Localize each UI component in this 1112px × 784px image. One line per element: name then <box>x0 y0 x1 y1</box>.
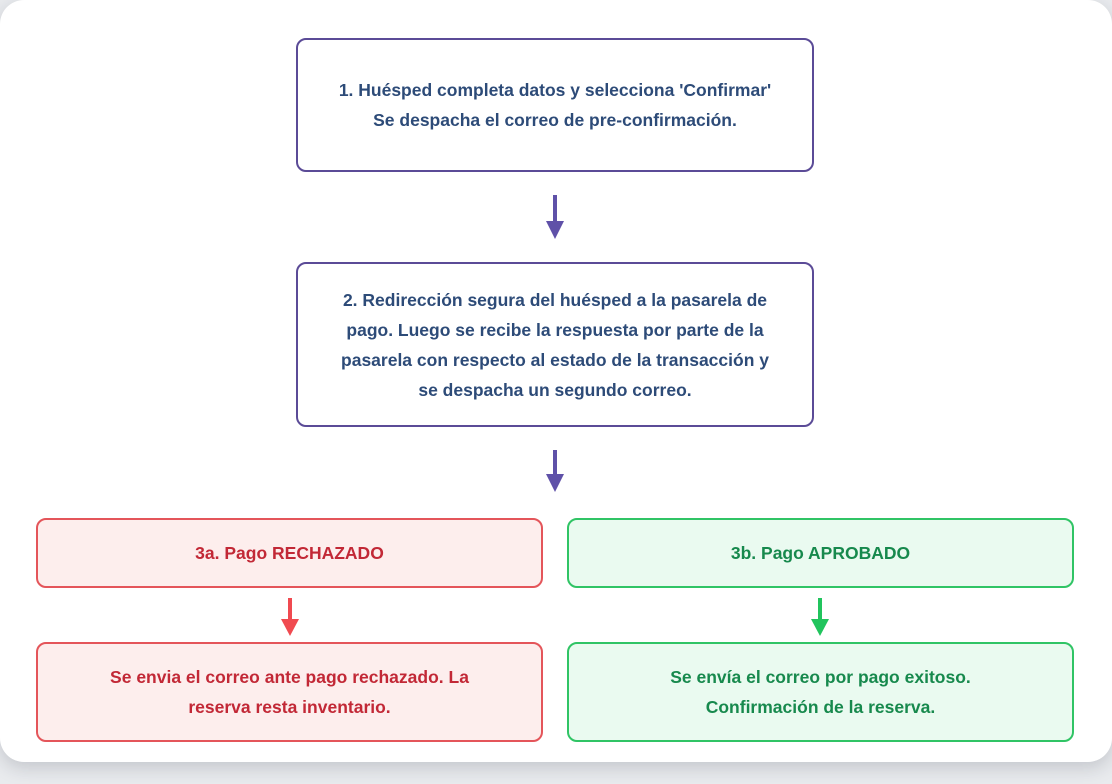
down-arrow-icon <box>542 450 568 492</box>
branch-rejected-header-text: 3a. Pago RECHAZADO <box>195 543 384 563</box>
branch-approved-detail-node: Se envía el correo por pago exitoso. Con… <box>567 642 1074 742</box>
branch-rejected-detail-text: Se envia el correo ante pago rechazado. … <box>110 667 469 717</box>
flowchart-card: 1. Huésped completa datos y selecciona '… <box>0 0 1112 762</box>
down-arrow-icon <box>807 598 833 636</box>
flow-step-1-node: 1. Huésped completa datos y selecciona '… <box>296 38 814 172</box>
down-arrow-icon <box>542 195 568 239</box>
flow-step-2-node: 2. Redirección segura del huésped a la p… <box>296 262 814 427</box>
down-arrow-icon <box>277 598 303 636</box>
flow-step-2-text: 2. Redirección segura del huésped a la p… <box>341 289 769 400</box>
branch-rejected-detail-node: Se envia el correo ante pago rechazado. … <box>36 642 543 742</box>
branch-rejected-header-node: 3a. Pago RECHAZADO <box>36 518 543 588</box>
branch-approved-header-text: 3b. Pago APROBADO <box>730 543 911 563</box>
flow-step-1-text: 1. Huésped completa datos y selecciona '… <box>338 80 772 130</box>
branch-approved-header-node: 3b. Pago APROBADO <box>567 518 1074 588</box>
branch-approved-detail-text: Se envía el correo por pago exitoso. Con… <box>670 667 971 717</box>
